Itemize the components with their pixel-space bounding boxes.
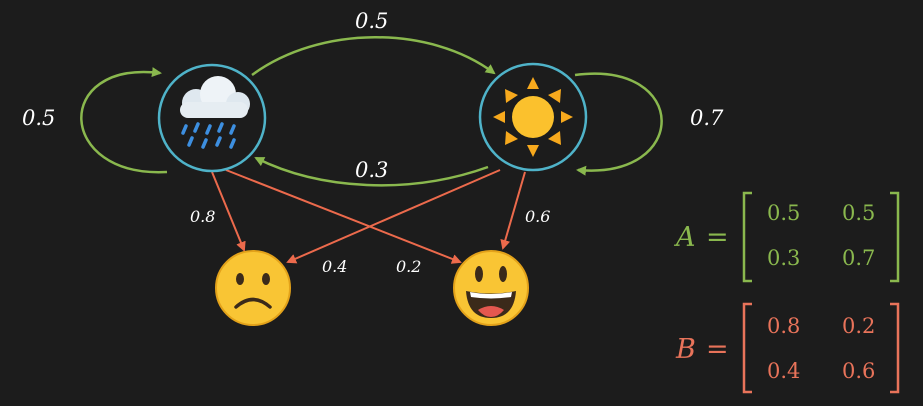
label-rainy-to-sad: 0.8 <box>190 207 215 226</box>
sun-icon <box>493 77 573 157</box>
matrix-a: A = 0.5 0.5 0.3 0.7 <box>673 191 900 283</box>
matrix-b: B = 0.8 0.2 0.4 0.6 <box>675 302 900 394</box>
label-sunny-to-rainy: 0.3 <box>355 158 388 182</box>
label-rainy-to-sunny: 0.5 <box>355 9 388 33</box>
matrix-b-cell: 0.8 <box>767 314 800 338</box>
matrix-a-cell: 0.7 <box>842 246 875 270</box>
matrix-a-left-bracket <box>742 191 752 283</box>
state-rainy <box>157 63 267 173</box>
edge-rainy-to-sad <box>211 171 246 252</box>
matrix-b-cell: 0.2 <box>842 314 875 338</box>
observation-happy <box>453 250 529 326</box>
matrix-b-left-bracket <box>742 302 752 394</box>
label-sunny-to-happy: 0.6 <box>525 207 550 226</box>
edge-sunny-self <box>574 72 663 176</box>
matrix-a-name: A <box>673 222 696 253</box>
matrix-b-right-bracket <box>890 302 900 394</box>
matrix-b-name: B <box>675 334 696 365</box>
rain-cloud-icon <box>180 76 250 149</box>
happy-face-icon <box>453 250 529 326</box>
matrix-a-cell: 0.5 <box>767 201 800 225</box>
state-sunny <box>478 62 588 172</box>
matrix-b-cell: 0.4 <box>767 359 800 383</box>
matrix-a-cell: 0.3 <box>767 246 800 270</box>
edge-rainy-to-sunny <box>251 36 496 77</box>
sad-face-icon <box>215 250 291 326</box>
edge-sunny-to-rainy <box>254 156 489 187</box>
edge-sunny-to-happy <box>500 171 526 250</box>
matrix-b-equals: = <box>706 334 729 365</box>
label-sunny-to-sad: 0.4 <box>322 257 347 276</box>
matrix-a-right-bracket <box>890 191 900 283</box>
matrix-a-cell: 0.5 <box>842 201 875 225</box>
matrix-b-cell: 0.6 <box>842 359 875 383</box>
edge-rainy-to-happy <box>225 169 462 264</box>
label-rainy-to-happy: 0.2 <box>396 257 421 276</box>
edge-sunny-to-sad <box>286 169 501 264</box>
label-sunny-self: 0.7 <box>690 106 724 130</box>
observation-sad <box>215 250 291 326</box>
edge-rainy-self <box>80 67 168 174</box>
matrix-a-equals: = <box>706 222 729 253</box>
label-rainy-self: 0.5 <box>22 106 55 130</box>
